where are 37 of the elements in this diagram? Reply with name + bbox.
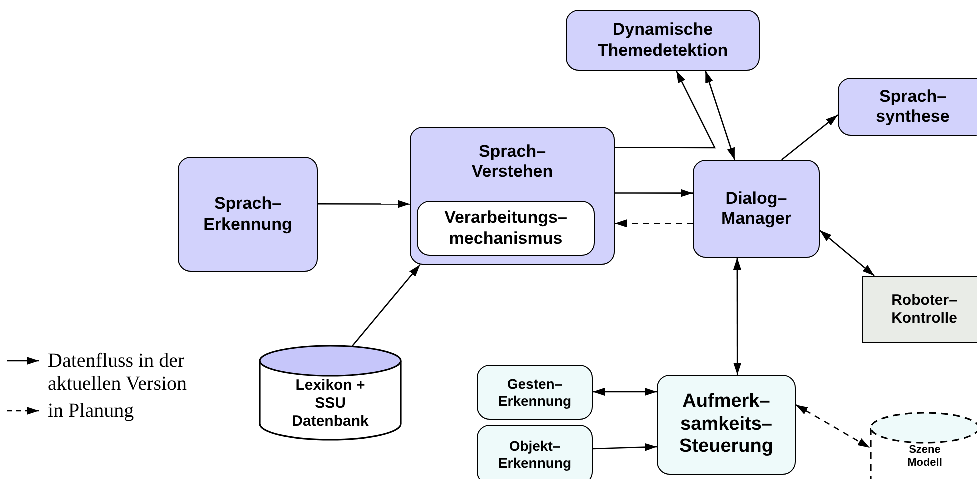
box-label: Szene Modell — [906, 444, 944, 470]
arrow — [705, 70, 736, 160]
arrow — [318, 200, 410, 208]
process-box — [410, 127, 615, 265]
box-label: Dialog– Manager — [720, 188, 792, 230]
box-label: Sprach– synthese — [875, 86, 951, 128]
process-box — [417, 201, 595, 256]
process-box — [477, 365, 593, 420]
process-box — [178, 157, 318, 272]
arrow — [593, 388, 657, 396]
database-cylinder — [870, 412, 977, 479]
box-label: Aufmerk– samkeits– Steuerung — [678, 390, 774, 460]
arrow — [615, 220, 693, 228]
process-box — [477, 425, 593, 479]
box-label: Dynamische Themedetektion — [596, 20, 730, 61]
arrow — [351, 264, 421, 348]
arrow — [592, 443, 658, 452]
process-box — [657, 375, 796, 475]
arrow — [782, 114, 838, 160]
process-box — [838, 78, 977, 136]
box-label: Lexikon + SSU Datenbank — [291, 377, 370, 431]
box-label: Sprach– Verstehen — [470, 142, 554, 183]
process-box — [693, 160, 820, 258]
arrow — [615, 70, 716, 149]
box-label: Objekt– Erkennung — [497, 438, 573, 472]
box-label: Roboter– Kontrolle — [890, 292, 958, 328]
arrow — [820, 230, 875, 276]
box-label: Sprach– Erkennung — [202, 194, 294, 235]
legend-text: in Planung — [48, 400, 136, 423]
box-label: Verarbeitungs– mechanismus — [444, 208, 568, 249]
database-cylinder — [259, 345, 402, 440]
process-box — [566, 10, 760, 71]
process-box — [862, 276, 977, 343]
arrow — [615, 189, 693, 198]
arrow — [796, 404, 870, 449]
box-label: Gesten– Erkennung — [497, 376, 573, 410]
arrow — [733, 258, 742, 375]
